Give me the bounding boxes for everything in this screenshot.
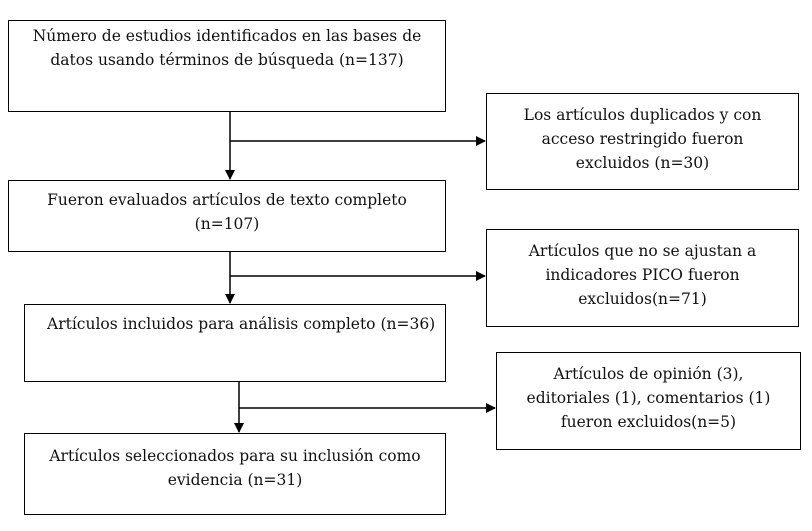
exclusion-opinion-box: Artículos de opinión (3), editoriales (1…: [496, 352, 801, 450]
exclusion-duplicates-text: Los artículos duplicados y con: [523, 106, 762, 124]
exclusion-pico-text: indicadores PICO fueron: [545, 266, 740, 284]
exclusion-pico-box: Artículos que no se ajustan a indicadore…: [486, 229, 799, 327]
exclusion-opinion-text: Artículos de opinión (3),: [553, 365, 744, 383]
exclusion-duplicates-text: excluidos (n=30): [575, 154, 710, 172]
step-included-text: Artículos incluidos para análisis comple…: [47, 315, 436, 333]
exclusion-duplicates-box: Los artículos duplicados y con acceso re…: [486, 93, 799, 190]
step-identified-box: Número de estudios identificados en las …: [8, 20, 446, 112]
exclusion-opinion-text: editoriales (1), comentarios (1): [526, 389, 771, 407]
exclusion-duplicates-text: acceso restringido fueron: [541, 130, 744, 148]
step-evaluated-box: Fueron evaluados artículos de texto comp…: [8, 180, 446, 252]
exclusion-pico-text: Artículos que no se ajustan a: [528, 242, 757, 260]
step-included-box: Artículos incluidos para análisis comple…: [24, 304, 446, 382]
step-evaluated-text: Fueron evaluados artículos de texto comp…: [47, 191, 407, 209]
step-selected-text: Artículos seleccionados para su inclusió…: [49, 447, 421, 465]
step-selected-box: Artículos seleccionados para su inclusió…: [24, 433, 446, 515]
exclusion-pico-text: excluidos(n=71): [578, 290, 707, 308]
step-evaluated-text: (n=107): [194, 215, 260, 233]
step-identified-text: Número de estudios identificados en las …: [32, 27, 422, 45]
step-identified-text: datos usando términos de búsqueda (n=137…: [50, 51, 404, 69]
step-selected-text: evidencia (n=31): [167, 471, 303, 489]
exclusion-opinion-text: fueron excluidos(n=5): [560, 413, 737, 431]
